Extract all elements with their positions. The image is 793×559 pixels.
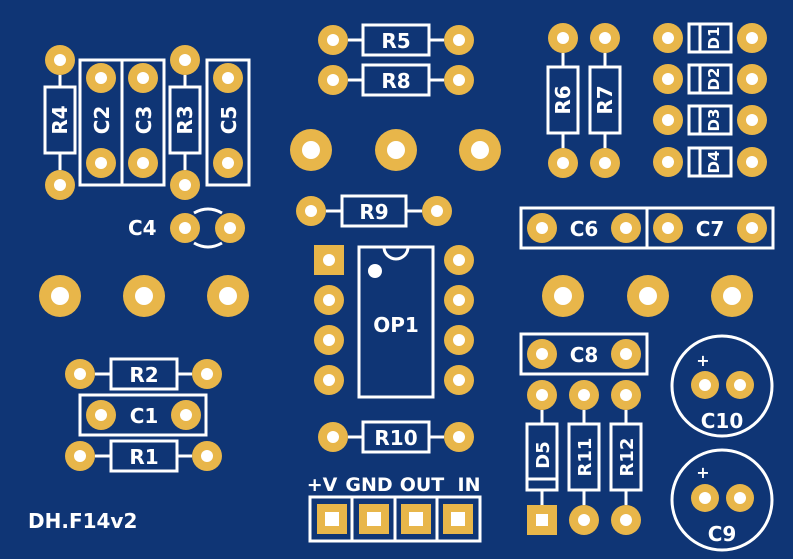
r10-resistor: R10 xyxy=(318,420,474,454)
c5-label: C5 xyxy=(217,106,241,135)
c8-capacitor: C8 xyxy=(519,332,649,376)
r10-label: R10 xyxy=(374,426,417,450)
r6-resistor: R6 xyxy=(546,23,580,178)
d3-diode: D3 xyxy=(653,104,767,136)
c4-capacitor: C4 xyxy=(128,207,245,249)
c9-capacitor: + C9 xyxy=(670,448,774,552)
r1-label: R1 xyxy=(129,445,158,469)
mounting-pads-right xyxy=(542,275,753,317)
d2-diode: D2 xyxy=(653,63,767,95)
d1-label: D1 xyxy=(705,27,723,50)
c6-c7-capacitors: C6 C7 xyxy=(519,206,775,250)
c10-label: C10 xyxy=(701,409,744,433)
r9-label: R9 xyxy=(359,200,388,224)
c3-outline xyxy=(120,58,166,187)
c1-capacitor: C1 xyxy=(78,393,208,437)
c3-capacitor: C3 xyxy=(128,63,158,178)
r2-label: R2 xyxy=(129,363,158,387)
c5-capacitor: C5 xyxy=(213,63,243,178)
op1-label: OP1 xyxy=(373,313,419,337)
c8-label: C8 xyxy=(570,343,599,367)
c6-label: C6 xyxy=(570,217,599,241)
mounting-pads-left xyxy=(39,275,249,317)
d5-diode: D5 xyxy=(525,380,559,535)
d4-label: D4 xyxy=(705,151,723,174)
d1-diode: D1 xyxy=(653,22,767,54)
connector-label-out: OUT xyxy=(400,474,445,496)
r3-label: R3 xyxy=(173,105,197,134)
r8-label: R8 xyxy=(381,69,410,93)
r7-resistor: R7 xyxy=(588,23,622,178)
d4-diode: D4 xyxy=(653,146,767,178)
r9-resistor: R9 xyxy=(296,194,452,228)
c4-label: C4 xyxy=(128,216,157,240)
connector-label-in: IN xyxy=(458,474,481,496)
c1-label: C1 xyxy=(130,404,159,428)
r6-label: R6 xyxy=(551,85,575,114)
r12-resistor: R12 xyxy=(609,380,643,535)
c9-label: C9 xyxy=(708,522,737,546)
r5-label: R5 xyxy=(381,29,410,53)
r8-resistor: R8 xyxy=(318,63,474,97)
r11-label: R11 xyxy=(575,438,596,477)
d2-label: D2 xyxy=(705,68,723,91)
r4-label: R4 xyxy=(48,105,72,134)
d5-label: D5 xyxy=(533,441,554,468)
r5-resistor: R5 xyxy=(318,23,474,57)
r7-label: R7 xyxy=(593,85,617,114)
r3-resistor: R3 xyxy=(168,45,202,200)
connector-label-v: +V xyxy=(307,474,338,496)
d3-label: D3 xyxy=(705,109,723,132)
c9-plus: + xyxy=(696,463,709,482)
connector-label-gnd: GND xyxy=(345,474,392,496)
r1-resistor: R1 xyxy=(65,439,222,473)
r12-label: R12 xyxy=(617,438,638,477)
mounting-pads-top xyxy=(290,129,501,171)
c3-label: C3 xyxy=(132,106,156,135)
io-connector: +V GND OUT IN xyxy=(307,474,482,543)
r4-resistor: R4 xyxy=(43,45,77,200)
r11-resistor: R11 xyxy=(567,380,601,535)
board-title: DH.F14v2 xyxy=(28,509,137,533)
c10-capacitor: + C10 xyxy=(670,334,774,438)
c10-plus: + xyxy=(696,351,709,370)
c5-outline xyxy=(205,58,251,187)
c7-label: C7 xyxy=(696,217,725,241)
c2-capacitor: C2 xyxy=(86,63,116,178)
op1-ic: OP1 xyxy=(314,245,474,399)
r2-resistor: R2 xyxy=(65,357,222,391)
c2-label: C2 xyxy=(90,106,114,135)
